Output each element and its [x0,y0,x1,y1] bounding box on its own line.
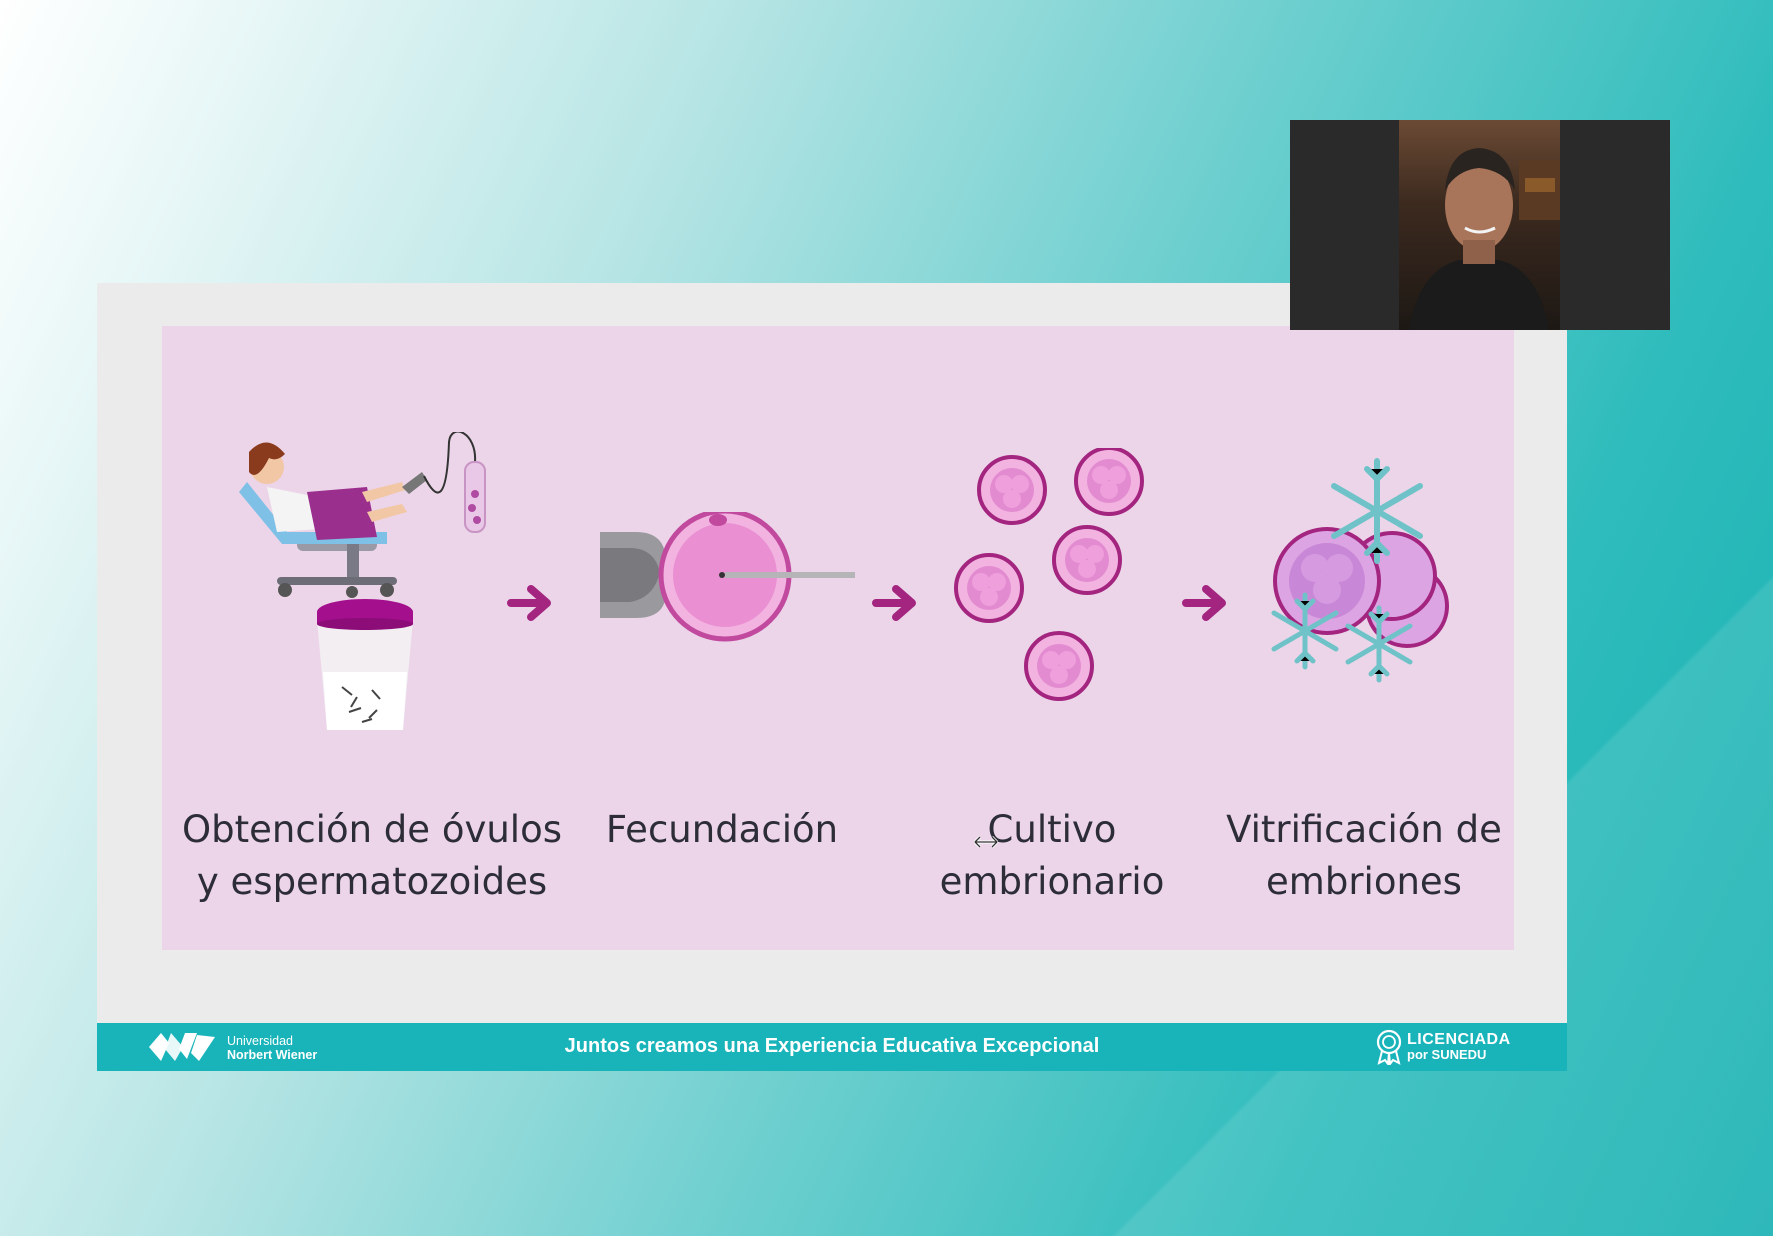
embryo-cells [954,448,1144,701]
egg-retrieval-illustration [239,432,486,730]
arrow-right-icon [1182,585,1226,621]
university-name: Universidad Norbert Wiener [227,1034,317,1062]
slide-footer: Universidad Norbert Wiener Juntos creamo… [97,1023,1567,1071]
person-silhouette-icon [1409,148,1560,330]
license-badge: LICENCIADA por SUNEDU [1407,1031,1511,1063]
university-name-line2: Norbert Wiener [227,1048,318,1062]
step-label-egg-retrieval: Obtención de óvulos y espermatozoides [182,808,562,903]
footer-tagline: Juntos creamos una Experiencia Educativa… [564,1035,1100,1057]
shared-slide: Obtención de óvulos y espermatozoides Fe… [97,283,1567,1071]
snowflake-icon [1345,605,1413,683]
step-label-embryo-culture: Cultivo embrionario [939,808,1165,903]
resize-cursor-icon [973,835,999,849]
step-label-vitrification: Vitrificación de embriones [1226,808,1502,903]
vitrification-illustration [1271,458,1449,683]
arrow-right-icon [872,585,916,621]
university-logo-icon [149,1033,215,1061]
step-label-fertilization: Fecundación [605,808,839,851]
snowflake-icon [1271,592,1339,670]
university-name-line1: Universidad [227,1034,294,1048]
arrow-right-icon [507,585,551,621]
embryo-culture-illustration [954,448,1144,701]
award-badge-icon [1376,1029,1402,1065]
participant-video-feed [1399,120,1560,330]
participant-video-tile[interactable] [1290,120,1670,330]
license-line2: por SUNEDU [1407,1047,1487,1062]
license-line1: LICENCIADA [1407,1031,1511,1048]
fertilization-illustration [600,512,855,642]
ivf-process-panel: Obtención de óvulos y espermatozoides Fe… [162,326,1514,950]
snowflake-icon [1331,458,1423,564]
